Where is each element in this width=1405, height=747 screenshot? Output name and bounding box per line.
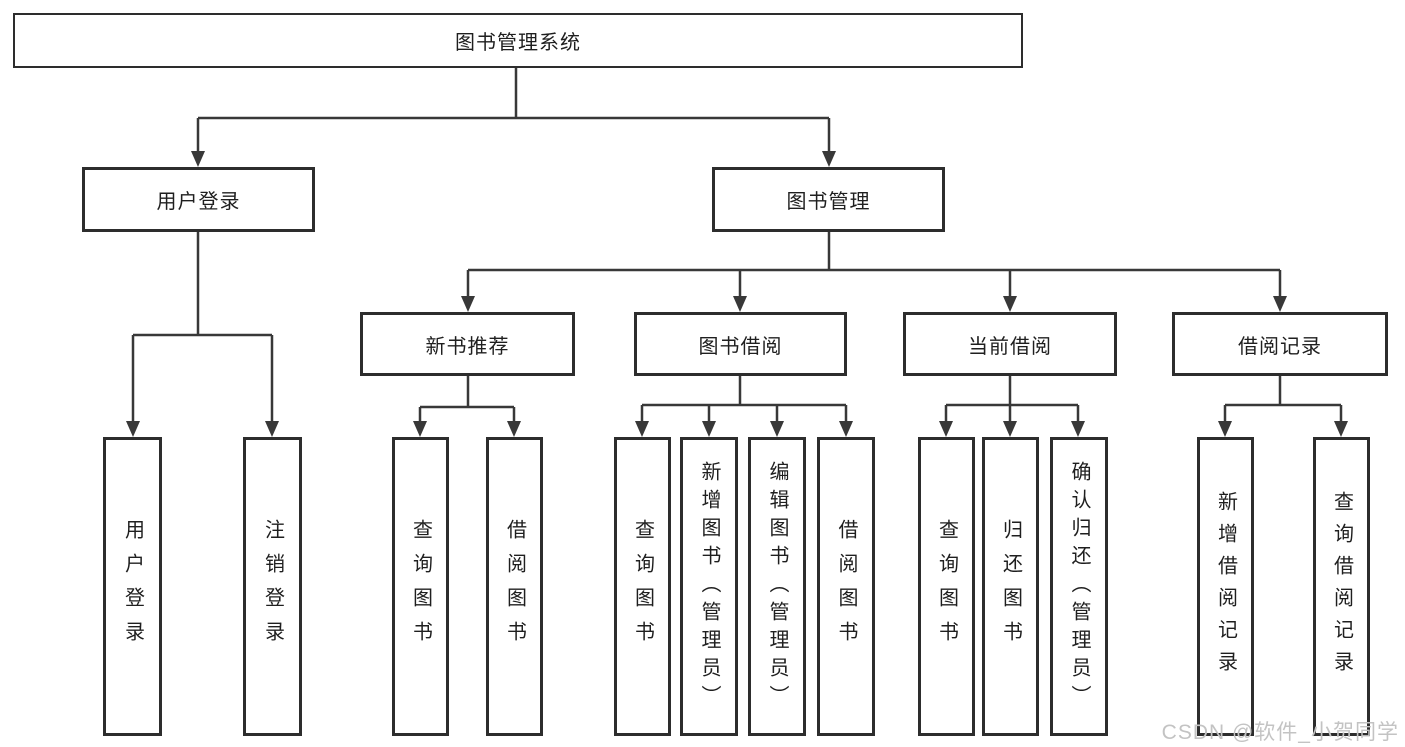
leaf-br-add-record-label: 新增借阅记录 <box>1214 490 1237 683</box>
leaf-cb-query-books-label: 查询图书 <box>935 518 958 655</box>
leaf-nb-query-books: 查询图书 <box>392 437 449 736</box>
node-borrowing-records: 借阅记录 <box>1172 312 1388 376</box>
leaf-bb-add-books-admin-label: 新增图书（管理员） <box>698 460 720 713</box>
leaf-bb-query-books-label: 查询图书 <box>631 518 654 655</box>
node-book-borrowing-label: 图书借阅 <box>698 335 783 358</box>
leaf-br-add-record: 新增借阅记录 <box>1197 437 1254 736</box>
node-new-book-recommend: 新书推荐 <box>360 312 575 376</box>
leaf-bb-borrow-books: 借阅图书 <box>817 437 875 736</box>
leaf-logout: 注销登录 <box>243 437 302 736</box>
leaf-br-query-record: 查询借阅记录 <box>1313 437 1370 736</box>
leaf-bb-query-books: 查询图书 <box>614 437 671 736</box>
node-root-system-label: 图书管理系统 <box>455 32 581 54</box>
leaf-cb-return-books-label: 归还图书 <box>999 518 1022 655</box>
leaf-logout-label: 注销登录 <box>261 518 284 655</box>
leaf-cb-return-books: 归还图书 <box>982 437 1039 736</box>
node-user-login-label: 用户登录 <box>156 191 241 213</box>
leaf-bb-edit-books-admin-label: 编辑图书（管理员） <box>766 460 788 713</box>
node-book-management: 图书管理 <box>712 167 945 232</box>
leaf-nb-query-books-label: 查询图书 <box>409 518 432 655</box>
leaf-cb-query-books: 查询图书 <box>918 437 975 736</box>
leaf-bb-edit-books-admin: 编辑图书（管理员） <box>748 437 806 736</box>
leaf-bb-borrow-books-label: 借阅图书 <box>835 518 857 655</box>
node-book-borrowing: 图书借阅 <box>634 312 847 376</box>
leaf-cb-confirm-return-admin: 确认归还（管理员） <box>1050 437 1108 736</box>
node-root-system: 图书管理系统 <box>13 13 1023 68</box>
node-current-borrowing-label: 当前借阅 <box>968 335 1052 358</box>
leaf-bb-add-books-admin: 新增图书（管理员） <box>680 437 738 736</box>
leaf-cb-confirm-return-admin-label: 确认归还（管理员） <box>1068 460 1090 713</box>
node-book-management-label: 图书管理 <box>786 191 871 213</box>
leaf-nb-borrow-books: 借阅图书 <box>486 437 543 736</box>
leaf-br-query-record-label: 查询借阅记录 <box>1330 490 1353 683</box>
node-new-book-recommend-label: 新书推荐 <box>425 335 510 358</box>
leaf-nb-borrow-books-label: 借阅图书 <box>503 518 526 655</box>
csdn-watermark: CSDN @软件_小贺同学 <box>1161 721 1399 744</box>
leaf-user-login-label: 用户登录 <box>121 518 144 655</box>
leaf-user-login: 用户登录 <box>103 437 162 736</box>
node-user-login: 用户登录 <box>82 167 315 232</box>
arrowheads <box>126 151 1348 437</box>
tree-edges <box>131 68 1343 423</box>
node-borrowing-records-label: 借阅记录 <box>1238 335 1322 358</box>
node-current-borrowing: 当前借阅 <box>903 312 1117 376</box>
